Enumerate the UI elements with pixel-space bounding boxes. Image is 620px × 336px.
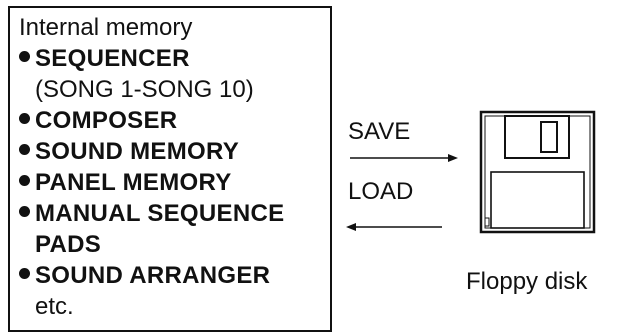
- item-label: SOUND MEMORY: [35, 138, 240, 165]
- item-label: SEQUENCER: [35, 45, 190, 72]
- bullet-icon: [19, 175, 30, 186]
- item-sound-memory: SOUND MEMORY: [19, 136, 330, 167]
- floppy-caption: Floppy disk: [466, 268, 588, 295]
- bullet-icon: [19, 268, 30, 279]
- bullet-icon: [19, 113, 30, 124]
- save-arrow: [350, 154, 458, 162]
- item-sequencer: SEQUENCER: [19, 43, 330, 74]
- internal-memory-title: Internal memory: [19, 14, 193, 41]
- item-sound-arranger: SOUND ARRANGER: [19, 260, 330, 291]
- load-label: LOAD: [348, 178, 414, 205]
- bullet-icon: [19, 206, 30, 217]
- item-label: SOUND ARRANGER: [35, 262, 271, 289]
- item-label: MANUAL SEQUENCE: [35, 200, 285, 227]
- load-arrow: [346, 223, 442, 231]
- save-label: SAVE: [348, 118, 411, 145]
- internal-memory-box: Internal memory SEQUENCER (SONG 1-SONG 1…: [8, 6, 332, 332]
- footer-etc: etc.: [35, 293, 74, 320]
- bullet-icon: [19, 144, 30, 155]
- item-composer: COMPOSER: [19, 105, 330, 136]
- item-label: PANEL MEMORY: [35, 169, 232, 196]
- item-sequencer-range: (SONG 1-SONG 10): [35, 76, 254, 103]
- item-manual-sequence: MANUAL SEQUENCE: [19, 198, 330, 229]
- bullet-icon: [19, 51, 30, 62]
- item-panel-memory: PANEL MEMORY: [19, 167, 330, 198]
- floppy-disk-icon: [479, 110, 596, 234]
- item-label: COMPOSER: [35, 107, 178, 134]
- item-manual-sequence-continuation: PADS: [35, 231, 102, 258]
